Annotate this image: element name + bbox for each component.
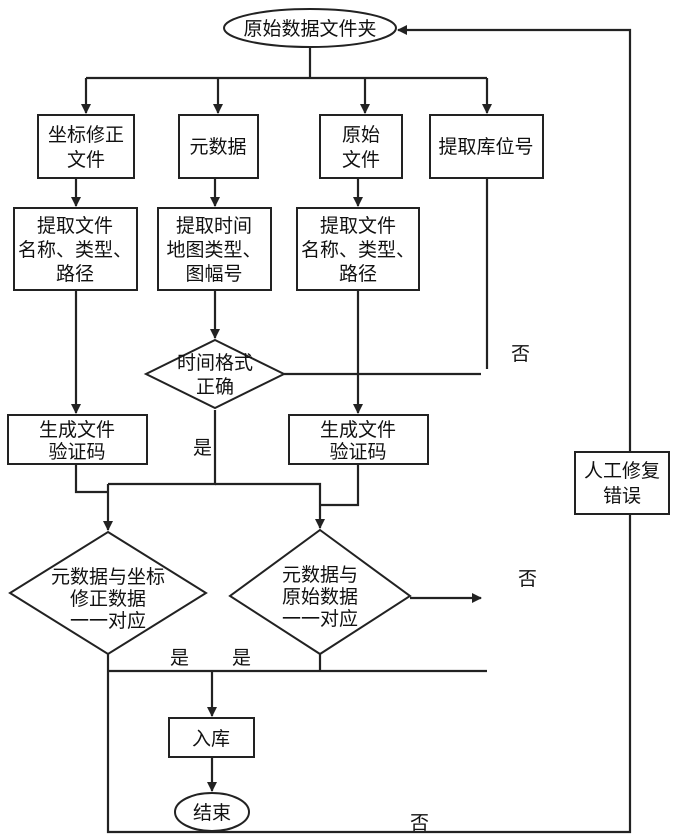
- node-coord-file: 坐标修正 文件: [37, 114, 135, 179]
- node-text: 原始数据文件夹: [243, 18, 376, 40]
- node-text: 文件: [67, 149, 105, 171]
- node-match-1: 元数据与坐标 修正数据 一一对应: [8, 530, 208, 656]
- node-text: 入库: [192, 728, 230, 750]
- node-text: 一一对应: [70, 610, 146, 632]
- node-text: 生成文件: [320, 419, 396, 441]
- node-text: 一一对应: [282, 608, 358, 630]
- node-text: 提取库位号: [438, 136, 533, 158]
- node-text: 人工修复: [584, 460, 660, 482]
- node-text: 提取文件: [320, 215, 396, 237]
- node-extract-1: 提取文件 名称、类型、 路径: [13, 207, 138, 291]
- edge-time-yes-to-match2: [215, 482, 325, 529]
- edge-match1-no: [106, 514, 632, 834]
- node-text: 生成文件: [39, 419, 115, 441]
- node-extract-3: 提取文件 名称、类型、 路径: [296, 207, 420, 291]
- node-text: 地图类型、: [166, 239, 261, 261]
- node-end: 结束: [174, 792, 250, 832]
- node-text: 时间格式: [177, 352, 253, 374]
- node-text: 原始数据: [282, 586, 358, 608]
- edge-label-time-no: 否: [511, 343, 530, 365]
- node-manual-fix: 人工修复 错误: [574, 451, 670, 515]
- node-library-id: 提取库位号: [429, 114, 544, 179]
- node-metadata: 元数据: [178, 114, 259, 179]
- node-raw-file: 原始 文件: [319, 114, 403, 179]
- node-text: 路径: [339, 263, 377, 285]
- node-time-check: 时间格式 正确: [143, 338, 287, 410]
- node-start: 原始数据文件夹: [223, 8, 397, 48]
- node-code-1: 生成文件 验证码: [7, 414, 148, 465]
- connectors: [71, 25, 632, 834]
- edge-label-match1-no: 否: [410, 812, 429, 834]
- edge-label-match1-yes: 是: [170, 647, 189, 669]
- edge-label-time-yes: 是: [193, 437, 212, 459]
- node-extract-2: 提取时间 地图类型、 图幅号: [157, 207, 272, 291]
- node-text: 原始: [342, 124, 380, 146]
- node-text: 坐标修正: [48, 124, 124, 146]
- node-text: 文件: [342, 149, 380, 171]
- node-text: 元数据: [189, 136, 246, 158]
- node-text: 名称、类型、: [18, 239, 132, 261]
- edge-code1-merge: [74, 464, 108, 494]
- node-text: 提取文件: [37, 215, 113, 237]
- node-text: 提取时间: [176, 215, 252, 237]
- node-text: 验证码: [48, 441, 105, 463]
- node-text: 错误: [603, 485, 641, 507]
- node-match-2: 元数据与 原始数据 一一对应: [228, 528, 412, 656]
- edge-fix-to-start: [397, 25, 632, 452]
- node-text: 图幅号: [185, 263, 242, 285]
- node-store: 入库: [168, 717, 255, 758]
- node-text: 验证码: [329, 441, 386, 463]
- node-text: 名称、类型、: [301, 239, 415, 261]
- node-text: 修正数据: [70, 588, 146, 610]
- node-code-2: 生成文件 验证码: [288, 414, 429, 465]
- edge-label-match2-no: 否: [518, 568, 537, 590]
- edge-code2-merge: [320, 464, 360, 507]
- node-text: 正确: [196, 376, 234, 398]
- node-text: 结束: [193, 802, 231, 824]
- node-text: 元数据与坐标: [51, 566, 165, 588]
- node-text: 路径: [56, 263, 94, 285]
- node-text: 元数据与: [282, 564, 358, 586]
- edge-label-match2-yes: 是: [232, 647, 251, 669]
